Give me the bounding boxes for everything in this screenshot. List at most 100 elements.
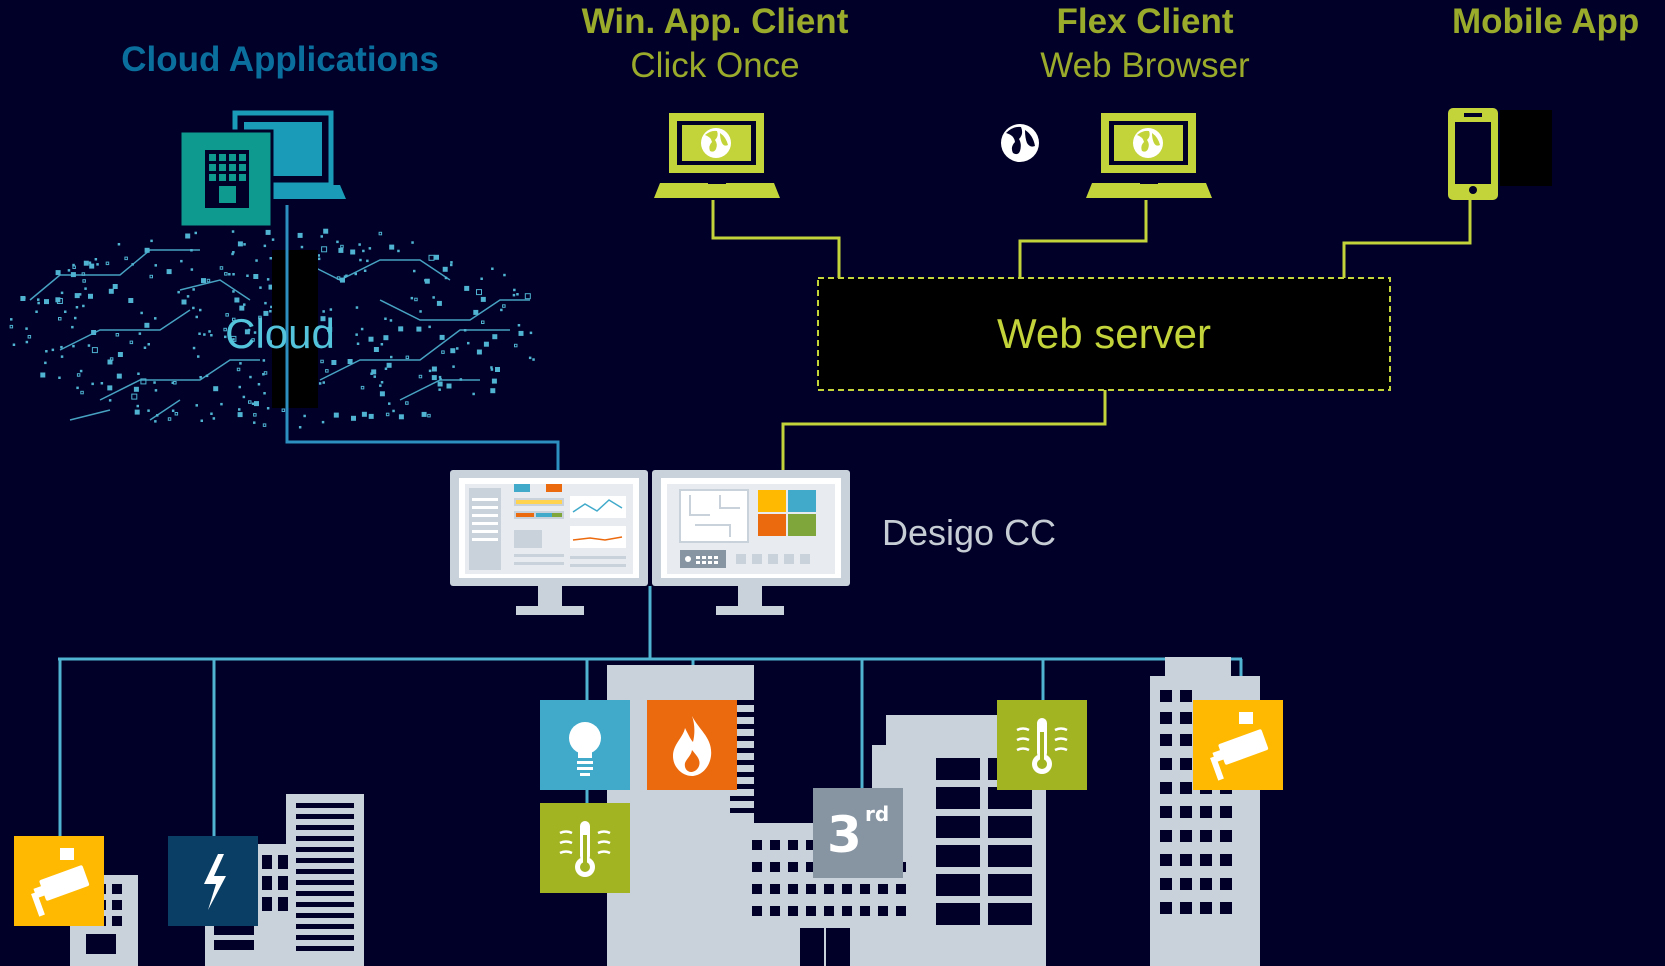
cloud-dot (232, 338, 235, 341)
cloud-dot (331, 360, 337, 365)
workstation-monitor-icon (450, 470, 648, 615)
cloud-dot (343, 275, 347, 278)
cloud-dot (378, 231, 383, 236)
cloud-dot (67, 269, 71, 272)
cloud-dot (386, 362, 392, 368)
cloud-dot (524, 293, 531, 300)
cloud-dot (25, 340, 29, 344)
cloud-dot (517, 324, 521, 327)
cloud-dot (91, 347, 98, 354)
cloud-dot (320, 235, 323, 238)
cloud-dot (413, 269, 416, 273)
cloud-dot (397, 249, 400, 253)
cloud-dot (108, 288, 114, 294)
cloud-dot (76, 373, 81, 377)
cloud-dot (323, 228, 329, 234)
cloud-dot (228, 273, 231, 276)
cloud-dot (518, 330, 524, 336)
cloud-dot (262, 373, 265, 376)
cloud-dot (79, 369, 83, 373)
cloud-dot (266, 278, 270, 281)
cloud-dot (44, 361, 47, 365)
cloud-dot (366, 259, 369, 263)
cloud-dot (239, 305, 245, 311)
cloud-dot (351, 415, 356, 421)
cloud-dot (490, 368, 494, 371)
cloud-dot (321, 420, 325, 424)
cloud-dot (405, 355, 410, 360)
third-party-number: 3 (827, 806, 862, 864)
cloud-dot (136, 404, 139, 408)
cloud-dot (380, 381, 384, 384)
cloud-dot (10, 318, 13, 321)
cloud-dot (512, 293, 516, 297)
web-connections (711, 200, 1472, 472)
cloud-dot (60, 355, 64, 358)
cloud-dot (60, 345, 63, 349)
cloud-dot (298, 426, 302, 429)
cloud-dot (383, 335, 389, 341)
cloud-dot (400, 326, 403, 329)
cloud-dot (438, 388, 441, 391)
cloud-dot (88, 293, 93, 299)
cloud-dot (325, 369, 329, 373)
cloud-dot (258, 315, 262, 320)
cloud-dot (340, 244, 344, 249)
cloud-dot (303, 414, 306, 418)
thermometer-icon (540, 803, 630, 893)
cloud-dot (263, 310, 269, 316)
cloud-dot (322, 381, 325, 384)
cloud-dot (100, 382, 104, 385)
cloud-dot (51, 348, 55, 352)
power-icon (168, 836, 258, 926)
cloud-dot (199, 376, 202, 379)
cloud-dot (361, 411, 367, 417)
cloud-dot (392, 409, 395, 413)
cloud-dot (389, 319, 393, 322)
mobile-app-title: Mobile App (1452, 2, 1640, 41)
cloud-dot (384, 367, 388, 370)
desigo-cc-label: Desigo CC (882, 512, 1057, 553)
cloud-dot (192, 306, 195, 310)
cloud-dot (398, 414, 404, 420)
workstation-monitor-icon (652, 470, 850, 615)
cloud-dot (421, 411, 427, 417)
cloud-dot (358, 243, 361, 246)
cloud-dot (300, 245, 304, 249)
cloud-dot (379, 391, 385, 397)
cloud-dot (140, 311, 143, 315)
cloud-dot (502, 304, 506, 308)
cloud-dot (230, 335, 237, 342)
cloud-dot (105, 261, 110, 266)
cloud-dot (373, 375, 376, 378)
cloud-dot (195, 404, 198, 407)
cloud-dot (35, 310, 38, 313)
cloud-dot (20, 296, 26, 301)
cloud-dot (419, 310, 422, 313)
cloud-dot (225, 313, 229, 317)
cloud-dot (428, 254, 435, 261)
cloud-dot (186, 295, 190, 298)
cloud-dot (124, 256, 128, 261)
cloud-dot (129, 340, 134, 345)
cloud-dot (87, 344, 91, 347)
cloud-dot (532, 358, 535, 361)
cloud-dot (251, 338, 255, 342)
cloud-dot (232, 251, 235, 254)
cloud-dot (350, 249, 356, 255)
cloud-dot (242, 395, 246, 399)
cloud-dot (58, 317, 62, 321)
cloud-dot (181, 299, 187, 305)
cloud-dot (78, 293, 82, 296)
cloud-dot (362, 249, 365, 253)
cloud-dot (436, 300, 442, 306)
cloud-dot (321, 246, 328, 253)
win-app-client-title: Win. App. Client (581, 2, 849, 41)
cloud-dot (438, 375, 442, 379)
cloud-dot (266, 407, 270, 410)
cloud-dot (368, 413, 374, 419)
cloud-dot (116, 373, 122, 379)
cloud-dot (263, 244, 267, 248)
cloud-dot (40, 372, 46, 378)
cloud-dot (476, 289, 482, 296)
